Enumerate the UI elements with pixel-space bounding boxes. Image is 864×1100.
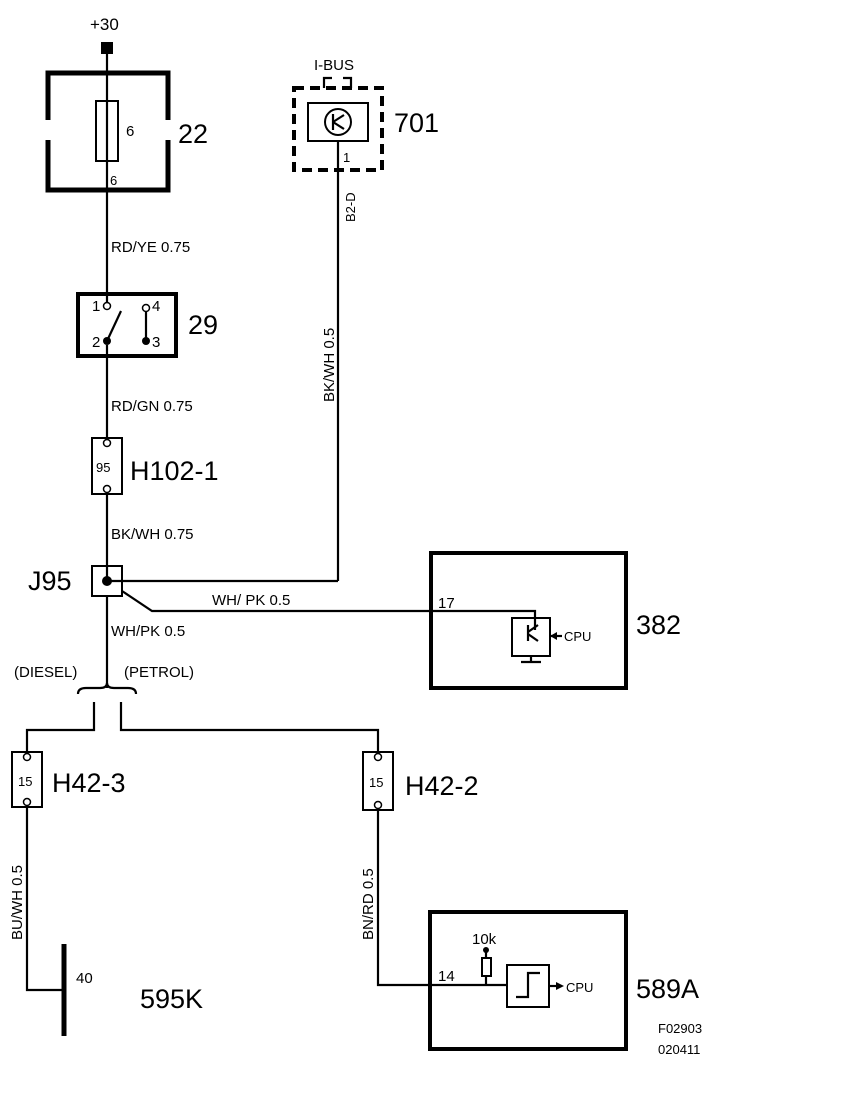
switch-29-pin-2: 2 (92, 334, 100, 351)
ground-595k: 40 595K (61, 944, 203, 1036)
fuse-22-pin-top: 6 (126, 123, 134, 140)
connector-h102-1: 95 H102-1 (91, 437, 219, 495)
wire-label-bn-rd: BN/RD 0.5 (360, 868, 377, 940)
wire-label-bk-wh-05: BK/WH 0.5 (321, 328, 338, 402)
h102-1-id: H102-1 (130, 456, 219, 486)
h42-2-pin: 15 (369, 775, 383, 790)
ground-595k-id: 595K (140, 984, 203, 1014)
drawing-number: F02903 (658, 1021, 702, 1036)
module-589a-pin: 14 (438, 968, 455, 985)
j95-id: J95 (28, 566, 72, 596)
supply-terminal (101, 42, 113, 54)
h42-2-id: H42-2 (405, 771, 479, 801)
module-382-id: 382 (636, 610, 681, 640)
junction-j95: J95 (28, 565, 123, 597)
connector-h42-3: 15 H42-3 (11, 751, 126, 808)
wire-bn-rd (376, 809, 507, 987)
variant-petrol: (PETROL) (124, 664, 194, 681)
switch-29: 1 2 3 4 29 (76, 292, 218, 358)
switch-29-pin-1: 1 (92, 298, 100, 315)
wire-diesel-branch (25, 702, 96, 752)
switch-29-pin-3: 3 (152, 334, 160, 351)
module-589a-cpu-label: CPU (566, 980, 593, 995)
switch-29-pin-4: 4 (152, 298, 160, 315)
module-382-pin: 17 (438, 595, 455, 612)
module-701-pin: 1 (343, 150, 350, 165)
wire-label-wh-pk-main: WH/PK 0.5 (111, 623, 185, 640)
module-589a: 10k 14 CPU 589A (428, 910, 699, 1051)
wire-wh-pk-to-382 (121, 590, 537, 630)
fuse-22-id: 22 (178, 119, 208, 149)
h102-1-pin: 95 (96, 460, 110, 475)
switch-29-id: 29 (188, 310, 218, 340)
wire-label-wh-pk-382: WH/ PK 0.5 (212, 592, 290, 609)
h42-3-pin: 15 (18, 774, 32, 789)
module-701-id: 701 (394, 108, 439, 138)
fuse-22-pin-bottom: 6 (110, 173, 117, 188)
wire-label-rd-ye: RD/YE 0.75 (111, 239, 190, 256)
wire-bu-wh (25, 806, 64, 992)
fuse-box-22: 6 6 22 (45, 70, 208, 193)
variant-diesel: (DIESEL) (14, 664, 77, 681)
module-589a-id: 589A (636, 974, 699, 1004)
wire-label-rd-gn: RD/GN 0.75 (111, 398, 193, 415)
module-382-cpu-label: CPU (564, 629, 591, 644)
module-701-bus-label: I-BUS (314, 57, 354, 74)
h42-3-id: H42-3 (52, 768, 126, 798)
variant-brace (76, 682, 138, 695)
supply-label: +30 (90, 15, 119, 34)
module-382: 17 CPU 382 (429, 551, 681, 690)
ground-595k-pin: 40 (76, 970, 93, 987)
wire-label-bu-wh: BU/WH 0.5 (9, 865, 26, 940)
module-701-connector: B2-D (343, 192, 358, 222)
wire-label-bk-wh-075: BK/WH 0.75 (111, 526, 194, 543)
module-589a-resistor: 10k (472, 931, 497, 948)
wire-petrol-branch (119, 702, 380, 752)
module-701: I-BUS 1 B2-D 701 (292, 57, 439, 222)
connector-h42-2: 15 H42-2 (362, 751, 479, 811)
date-code: 020411 (658, 1042, 700, 1057)
